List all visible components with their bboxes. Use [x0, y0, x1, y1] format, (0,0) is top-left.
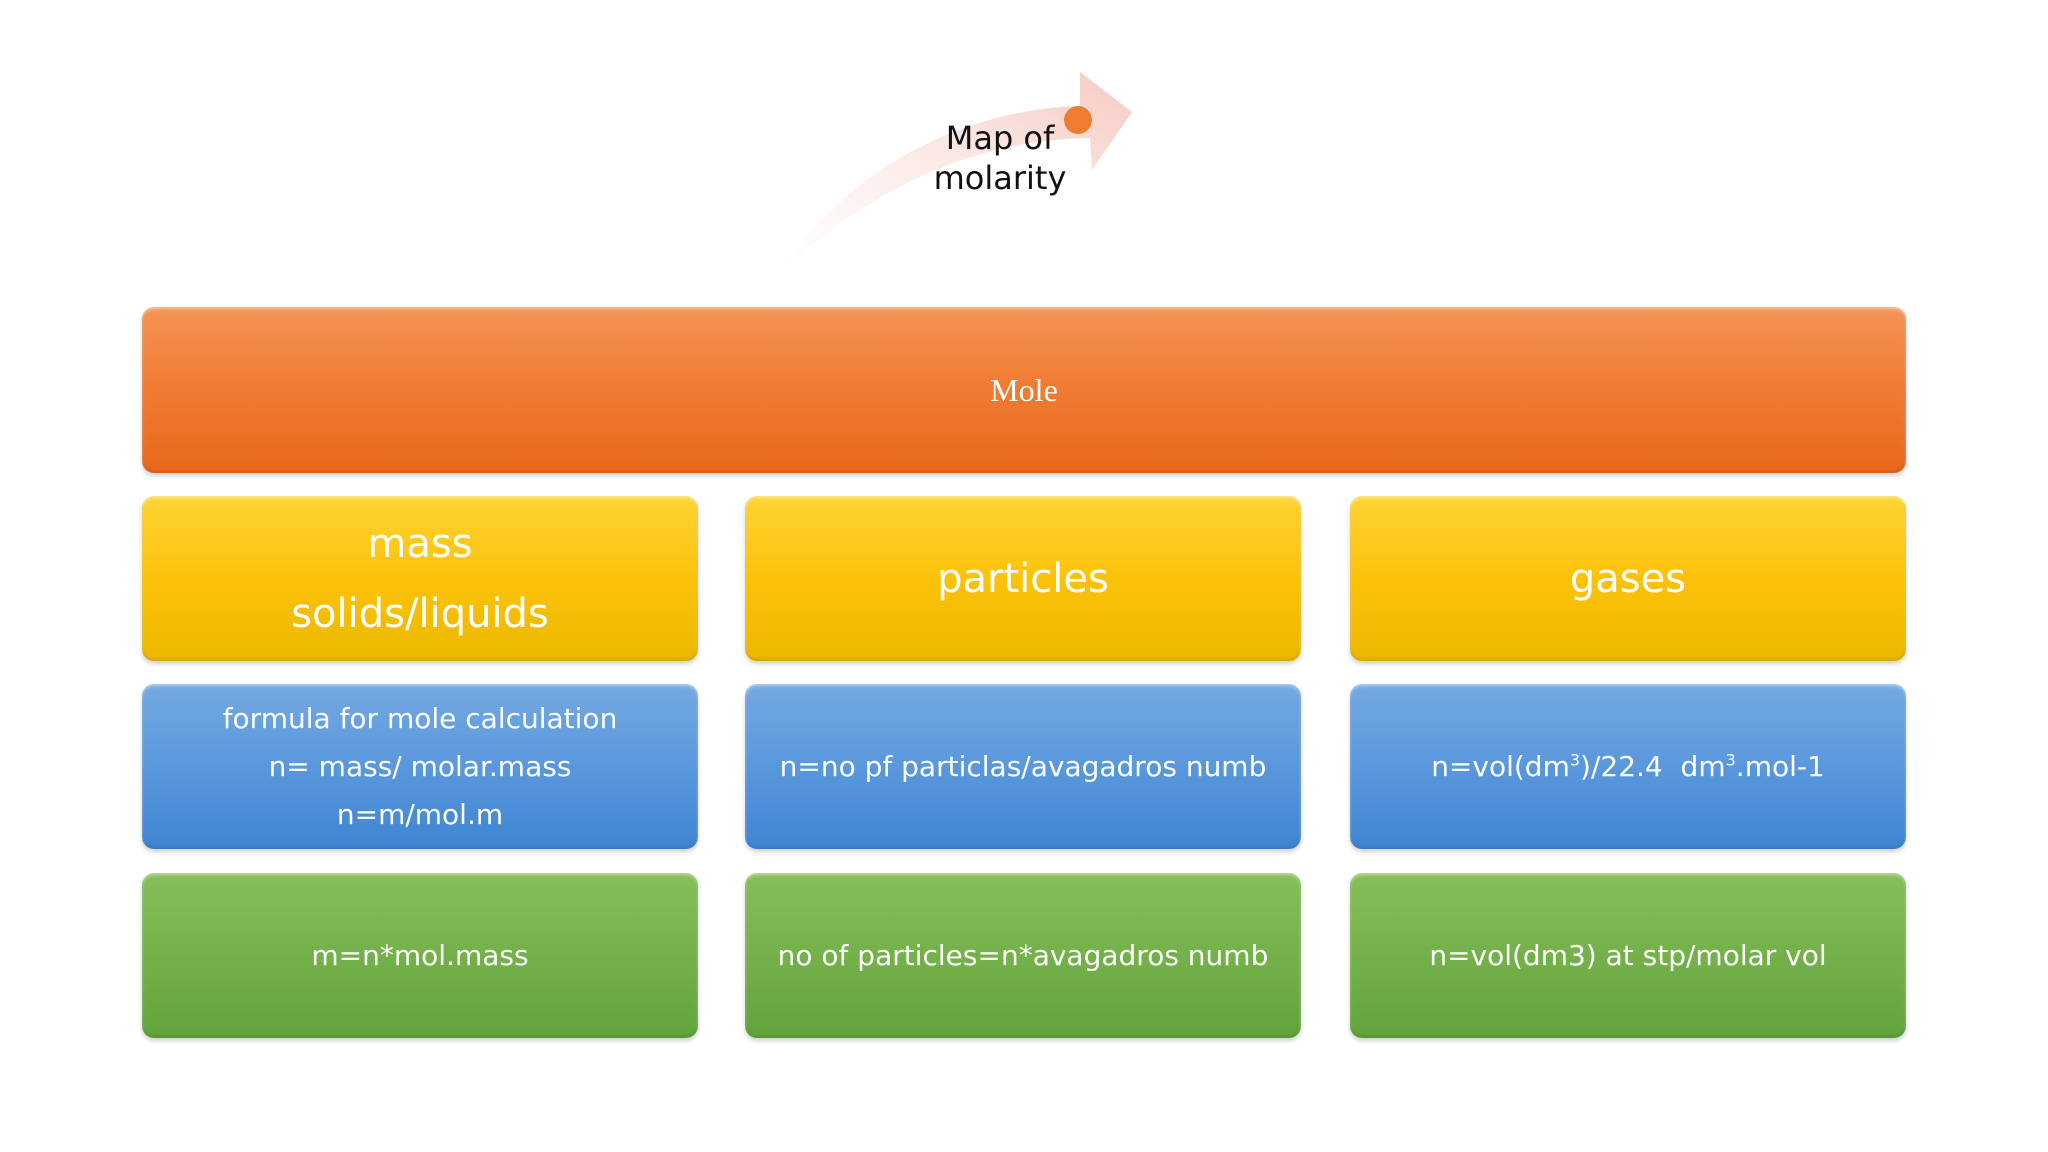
gases-formula-part3: .mol-1	[1735, 750, 1825, 783]
gases-formula: n=vol(dm3)/22.4 dm3.mol-1	[1431, 750, 1825, 783]
gases-formula-box: n=vol(dm3)/22.4 dm3.mol-1	[1350, 684, 1906, 849]
orange-dot-icon	[1064, 106, 1092, 134]
mass-formula-box: formula for mole calculation n= mass/ mo…	[142, 684, 698, 849]
mole-label: Mole	[990, 371, 1058, 408]
particles-formula: n=no pf particlas/avagadros numb	[779, 750, 1267, 783]
gases-bottom-box: n=vol(dm3) at stp/molar vol	[1350, 873, 1906, 1038]
gases-heading: gases	[1569, 555, 1687, 602]
particles-bottom-text: no of particles=n*avagadros numb	[777, 939, 1269, 972]
mass-bottom-box: m=n*mol.mass	[142, 873, 698, 1038]
particles-heading-box: particles	[745, 496, 1301, 661]
mass-heading-line1: mass	[367, 520, 473, 567]
mass-formula-line3: n=m/mol.m	[336, 797, 504, 831]
mole-box: Mole	[142, 307, 1906, 473]
particles-formula-box: n=no pf particlas/avagadros numb	[745, 684, 1301, 849]
gases-formula-part1: n=vol(dm	[1431, 750, 1570, 783]
mass-bottom-text: m=n*mol.mass	[311, 939, 529, 972]
particles-bottom-box: no of particles=n*avagadros numb	[745, 873, 1301, 1038]
mass-heading-line2: solids/liquids	[291, 590, 549, 637]
arrow-label: Map of molarity	[900, 118, 1100, 198]
gases-formula-sup1: 3	[1569, 750, 1581, 770]
gases-formula-sup2: 3	[1725, 750, 1736, 770]
mass-formula-line2: n= mass/ molar.mass	[268, 749, 572, 783]
gases-heading-box: gases	[1350, 496, 1906, 661]
curved-arrow-icon	[780, 72, 1132, 272]
gases-bottom-text: n=vol(dm3) at stp/molar vol	[1429, 939, 1827, 972]
mass-heading-box: mass solids/liquids	[142, 496, 698, 661]
arrow-label-line2: molarity	[933, 159, 1067, 197]
gases-formula-part2: )/22.4 dm	[1580, 750, 1726, 783]
particles-heading: particles	[937, 555, 1109, 602]
mass-formula-line1: formula for mole calculation	[222, 701, 618, 735]
arrow-label-line1: Map of	[945, 119, 1055, 157]
